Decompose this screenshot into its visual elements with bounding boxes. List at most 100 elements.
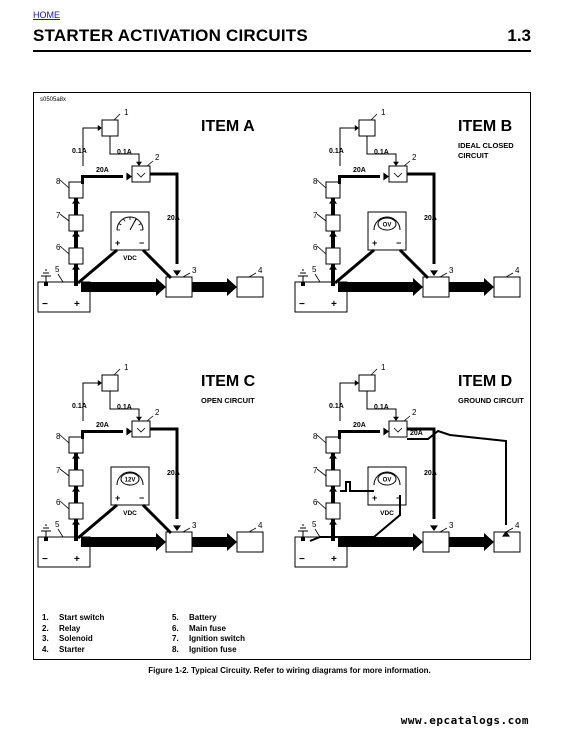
battery-negative: −: [299, 299, 305, 310]
solenoid-box: [165, 531, 193, 553]
diagram-label: 20A: [96, 422, 109, 429]
meter-positive: +: [115, 493, 120, 503]
figure-frame: [33, 92, 531, 660]
component-number: 8: [313, 177, 318, 186]
arrow-head: [329, 519, 337, 525]
arrow-head: [430, 270, 438, 276]
wire: [74, 453, 78, 470]
component-number: 4: [515, 266, 520, 275]
arrow-head: [72, 231, 80, 237]
ignition-switch-box: [325, 469, 341, 487]
solenoid-box: [165, 276, 193, 298]
component-number: 6: [313, 498, 318, 507]
meter-lead: [334, 248, 375, 285]
panel-subtitle: IDEAL CLOSED: [458, 141, 514, 150]
arrow-head: [72, 519, 80, 525]
leader-line: [113, 113, 121, 121]
diagram-label: 200A: [456, 285, 473, 292]
meter-lead: [77, 503, 118, 540]
current-arrow: [192, 533, 237, 551]
wire: [83, 430, 123, 433]
leader-line: [182, 527, 191, 533]
meter-reading: OV: [383, 223, 392, 229]
page-title: STARTER ACTIVATION CIRCUITS: [33, 26, 308, 45]
leader-line: [505, 527, 514, 533]
ground-lead: [407, 429, 507, 525]
diagram-label: 20A: [167, 470, 180, 477]
legend-item: 7.Ignition switch: [172, 634, 245, 643]
wire: [81, 175, 84, 184]
meter-negative: −: [139, 493, 144, 503]
component-number: 1: [381, 363, 386, 372]
arrow-head: [136, 161, 142, 166]
home-link[interactable]: HOME: [33, 10, 60, 20]
wire: [366, 136, 397, 164]
diagram-label: 200A: [118, 285, 135, 292]
panel-title: ITEM C: [201, 373, 256, 390]
start-switch-box: [358, 374, 376, 392]
wire: [82, 127, 99, 166]
panel-title: ITEM D: [458, 373, 512, 390]
wire: [339, 127, 356, 166]
arrow-head: [329, 453, 337, 459]
arrow-head: [430, 525, 438, 531]
wire: [338, 175, 341, 184]
arrow-head: [329, 231, 337, 237]
component-number: 1: [381, 108, 386, 117]
battery-negative: −: [42, 299, 48, 310]
component-number: 3: [449, 521, 454, 530]
arrow-head: [393, 416, 399, 421]
legend-item: 1.Start switch: [42, 613, 105, 622]
diagram-label: 20A: [424, 215, 437, 222]
arrow-head: [329, 198, 337, 204]
component-number: 4: [515, 521, 520, 530]
component-number: 2: [412, 408, 417, 417]
meter-lead: [398, 248, 430, 280]
current-arrow: [449, 278, 494, 296]
arrow-head: [383, 172, 389, 181]
leader-line: [439, 272, 448, 278]
arrow-head: [97, 125, 102, 131]
arrow-head: [72, 453, 80, 459]
diagram-label: 20A: [96, 167, 109, 174]
wire: [331, 519, 335, 537]
diagram-label: 200A: [199, 285, 216, 292]
arrow-head: [354, 380, 359, 386]
wire: [331, 231, 335, 248]
start-switch-box: [101, 374, 119, 392]
battery-terminal: [44, 282, 48, 286]
relay-box: [131, 420, 151, 438]
meter-reading-frame: [377, 472, 397, 486]
leader-line: [316, 179, 327, 189]
leader-line: [59, 179, 70, 189]
leader-line: [57, 273, 64, 283]
arrow-head: [329, 264, 337, 270]
wire: [109, 391, 140, 419]
leader-line: [403, 160, 411, 167]
ignition-fuse-box: [325, 436, 341, 454]
current-arrow: [449, 533, 494, 551]
current-arrow: [81, 278, 166, 296]
footer-url[interactable]: www.epcatalogs.com: [400, 714, 529, 727]
ignition-fuse-box: [68, 436, 84, 454]
relay-box: [388, 165, 408, 183]
leader-line: [59, 245, 70, 255]
section-number: 1.3: [507, 26, 531, 45]
diagram-label: 0.1A: [117, 149, 132, 156]
diagram-label: 0.1A: [329, 148, 344, 155]
leader-line: [248, 272, 257, 278]
wire: [331, 453, 335, 470]
component-number: 2: [412, 153, 417, 162]
leader-line: [182, 272, 191, 278]
meter-positive: +: [115, 238, 120, 248]
relay-contact: [393, 427, 403, 433]
meter-dial: [373, 216, 401, 231]
panel-title: ITEM B: [458, 118, 512, 135]
component-number: 8: [313, 432, 318, 441]
meter-label: VDC: [123, 255, 137, 262]
arrow-head: [126, 172, 132, 181]
arrow-head: [383, 427, 389, 436]
meter-reading-frame: [120, 472, 140, 486]
